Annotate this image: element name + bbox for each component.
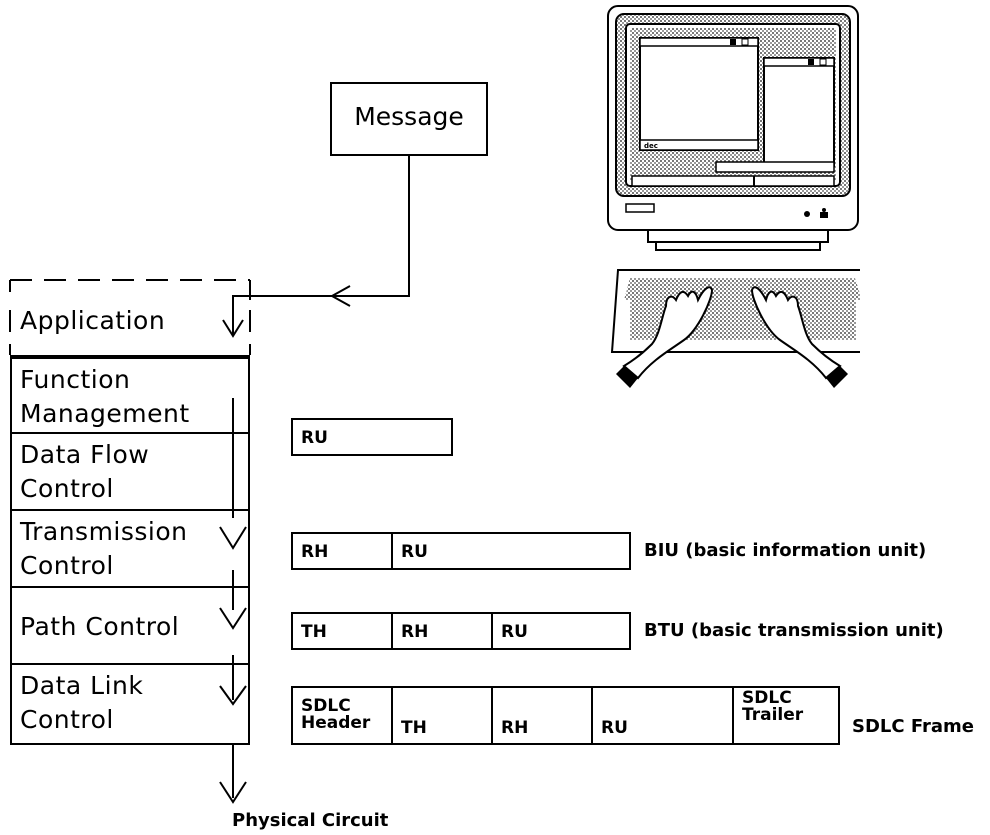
transmission-control-line1: Transmission — [20, 517, 188, 546]
transmission-control-line2: Control — [20, 551, 114, 580]
application-label: Application — [20, 306, 166, 335]
sdlc-frame: SDLC Header TH RH RU SDLC Trailer — [291, 686, 840, 745]
data-link-control-line2: Control — [20, 705, 114, 734]
btu-rh-field: RH — [401, 622, 429, 642]
message-box: Message — [330, 82, 488, 156]
layer-path-control: Path Control — [10, 588, 250, 665]
sdlc-trailer-line2: Trailer — [742, 705, 804, 725]
btu-th-field: TH — [301, 622, 327, 642]
biu-ru-field: RU — [401, 542, 428, 562]
biu-unit: RH RU — [291, 532, 631, 570]
data-flow-control-line2: Control — [20, 474, 114, 503]
sdlc-header-line2: Header — [301, 713, 371, 733]
ru-unit: RU — [291, 418, 453, 456]
physical-circuit-label: Physical Circuit — [232, 810, 389, 831]
layer-function-management: Function Management — [10, 357, 250, 434]
layer-application: Application — [10, 292, 250, 357]
terminal-illustration: dec — [607, 5, 860, 388]
sdlc-th-field: TH — [401, 718, 427, 738]
sdlc-rh-field: RH — [501, 718, 529, 738]
message-label: Message — [354, 102, 464, 131]
data-flow-control-line1: Data Flow — [20, 440, 150, 469]
function-management-line1: Function — [20, 365, 131, 394]
biu-rh-field: RH — [301, 542, 329, 562]
btu-unit: TH RH RU — [291, 612, 631, 650]
ru-field: RU — [301, 428, 328, 448]
data-link-control-line1: Data Link — [20, 671, 144, 700]
btu-ru-field: RU — [501, 622, 528, 642]
sdlc-header-line1: SDLC — [301, 696, 351, 716]
layer-data-link-control: Data Link Control — [10, 665, 250, 745]
sdlc-trailer-line1: SDLC — [742, 688, 792, 708]
screen-dec-label: dec — [644, 142, 658, 150]
btu-label: BTU (basic transmission unit) — [644, 620, 944, 641]
sdlc-ru-field: RU — [601, 718, 628, 738]
path-control-label: Path Control — [20, 612, 180, 641]
layer-data-flow-control: Data Flow Control — [10, 434, 250, 511]
layer-transmission-control: Transmission Control — [10, 511, 250, 588]
biu-label: BIU (basic information unit) — [644, 540, 927, 561]
sdlc-frame-label: SDLC Frame — [852, 716, 974, 737]
function-management-line2: Management — [20, 399, 190, 428]
